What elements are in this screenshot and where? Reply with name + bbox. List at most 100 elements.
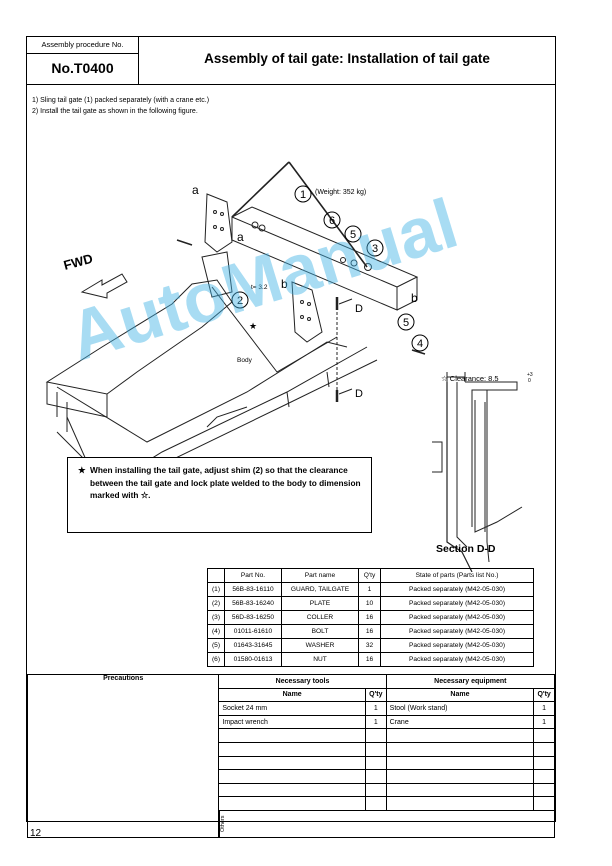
cell: (3) <box>207 610 225 625</box>
section-label: Section D-D <box>436 543 496 555</box>
tool-name: Impact wrench <box>218 714 366 730</box>
clearance-tolerance-lower: 0 <box>528 378 531 384</box>
callout-1: 1 <box>300 189 306 201</box>
parts-header-part-no: Part No. <box>224 568 282 583</box>
cell: Packed separately (M42-05-030) <box>380 596 534 611</box>
cell: (6) <box>207 652 225 667</box>
tool-qty: 1 <box>364 714 387 730</box>
cell: (1) <box>207 582 225 597</box>
side-plate-b <box>291 281 323 343</box>
section-mark-d-bottom: D <box>355 388 363 400</box>
cell: PLATE <box>281 596 359 611</box>
clearance-label: ☆ Clearance: 8.5 <box>441 374 499 383</box>
precautions-header: Precautions <box>103 675 144 682</box>
cell: 56D-83-16250 <box>224 610 282 625</box>
body-label: Body <box>237 357 253 364</box>
cell: 01580-01613 <box>224 652 282 667</box>
cell: (5) <box>207 638 225 653</box>
section-dd-detail <box>446 382 473 572</box>
equipment-qty-header: Q'ty <box>533 687 555 703</box>
others-row: Others <box>28 809 555 838</box>
callout-3: 3 <box>372 243 378 255</box>
tools-name-header: Name <box>218 687 366 703</box>
procedure-number: No.T0400 <box>51 60 114 76</box>
parts-header-state: State of parts (Parts list No.) <box>380 568 534 583</box>
cell: 16 <box>358 652 381 667</box>
equipment-qty: 1 <box>533 714 555 730</box>
side-plate-a-top <box>204 193 233 253</box>
page-number: 12 <box>30 828 42 839</box>
page-title: Assembly of tail gate: Installation of t… <box>139 37 555 85</box>
body-left-rail <box>45 279 233 395</box>
cell: (4) <box>207 624 225 639</box>
procedure-label: Assembly procedure No. <box>27 37 138 54</box>
tool-qty: 1 <box>364 701 387 716</box>
callout-b-right: b <box>411 291 418 305</box>
weight-label: (Weight: 352 kg) <box>315 189 366 196</box>
cell: 56B-83-16240 <box>224 596 282 611</box>
note-text: When installing the tail gate, adjust sh… <box>90 465 361 500</box>
cell: Packed separately (M42-05-030) <box>380 652 534 667</box>
callout-2: 2 <box>237 295 243 307</box>
requirements-table: Precautions Necessary tools Necessary eq… <box>26 674 556 838</box>
parts-table: Part No. Part name Q'ty State of parts (… <box>207 568 534 667</box>
others-label: Others <box>219 810 233 837</box>
cell: 01643-31645 <box>224 638 282 653</box>
sling-lines <box>231 161 368 268</box>
table-row: Socket 24 mm 1 Stool (Work stand) 1 <box>28 701 555 716</box>
cell: GUARD, TAILGATE <box>281 582 359 597</box>
cell: Packed separately (M42-05-030) <box>380 610 534 625</box>
precautions-column: Precautions <box>26 674 220 838</box>
tools-qty-header: Q'ty <box>364 687 387 703</box>
callout-6: 6 <box>329 215 335 227</box>
parts-header-row: Part No. Part name Q'ty State of parts (… <box>207 568 534 583</box>
callout-5-bottom: 5 <box>403 317 409 329</box>
tail-gate-beam <box>231 216 398 311</box>
cell: Packed separately (M42-05-030) <box>380 638 534 653</box>
cell: Packed separately (M42-05-030) <box>380 624 534 639</box>
cell: (2) <box>207 596 225 611</box>
fwd-arrow-icon <box>80 273 128 299</box>
cell: WASHER <box>281 638 359 653</box>
cell: BOLT <box>281 624 359 639</box>
equipment-name: Stool (Work stand) <box>385 701 535 716</box>
procedure-sheet: Assembly procedure No. No.T0400 Assembly… <box>26 36 556 838</box>
star-mark: ★ <box>249 321 257 331</box>
callout-a-top: a <box>192 183 199 197</box>
step-1: 1) Sling tail gate (1) packed separately… <box>32 97 210 104</box>
tools-header: Necessary tools <box>218 674 387 689</box>
callout-a-mid: a <box>237 230 244 244</box>
fwd-label: FWD <box>62 251 94 273</box>
thickness-label: t= 3.2 <box>251 284 268 291</box>
equipment-header: Necessary equipment <box>385 674 556 689</box>
procedure-number-box: Assembly procedure No. No.T0400 <box>27 37 139 85</box>
clearance-tolerance-upper: +3 <box>527 372 533 378</box>
instruction-steps: 1) Sling tail gate (1) packed separately… <box>32 95 209 117</box>
step-2: 2) Install the tail gate as shown in the… <box>32 108 198 115</box>
parts-header-part-name: Part name <box>281 568 359 583</box>
tail-gate-assembly-figure: FWD a a b b t= 3.2 (Weight: 352 kg) Body… <box>45 161 533 572</box>
note-star-icon: ★ <box>78 465 86 475</box>
cell: 56B-83-16110 <box>224 582 282 597</box>
cell: 1 <box>358 582 381 597</box>
equipment-name: Crane <box>385 714 535 730</box>
cell: 32 <box>358 638 381 653</box>
section-mark-d-top: D <box>355 303 363 315</box>
equipment-qty: 1 <box>533 701 555 716</box>
equipment-name-header: Name <box>385 687 535 703</box>
cell: 16 <box>358 624 381 639</box>
cell: NUT <box>281 652 359 667</box>
installation-note: ★ When installing the tail gate, adjust … <box>67 457 372 533</box>
cell: 01011-61610 <box>224 624 282 639</box>
parts-header-index <box>207 568 225 583</box>
table-row <box>28 728 555 743</box>
callout-4: 4 <box>417 338 423 350</box>
parts-header-qty: Q'ty <box>358 568 381 583</box>
callout-5-top: 5 <box>350 229 356 241</box>
tool-name: Socket 24 mm <box>218 701 366 716</box>
